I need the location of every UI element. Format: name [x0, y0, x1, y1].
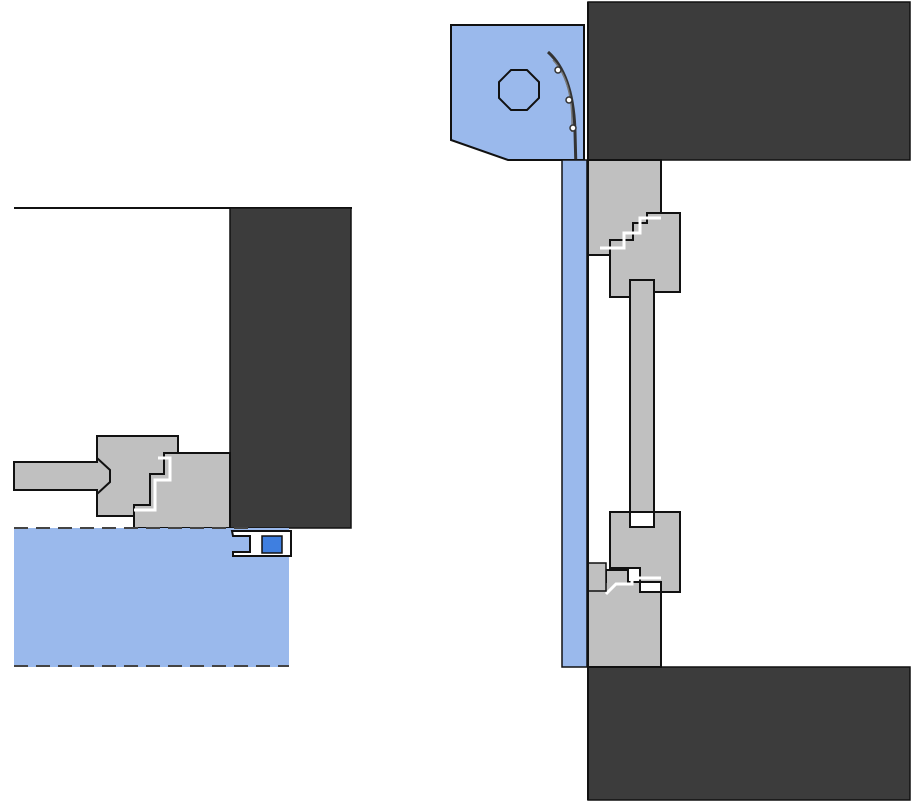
sill-sash: [609, 511, 681, 593]
lintel: [587, 1, 911, 161]
vertical-section-view: [450, 1, 911, 801]
wall-jamb: [229, 207, 352, 529]
blind-screen-plan: [14, 528, 289, 667]
head-rebate-white-line: [600, 216, 661, 250]
blind-curtain-curve-inner: [552, 59, 573, 133]
glass-pane-plan: [13, 455, 111, 497]
curtain-joint-3: [569, 124, 577, 132]
glass-pane-vertical: [629, 279, 655, 513]
sill-gasket: [587, 562, 607, 592]
roller-box: [450, 24, 585, 161]
roller-axle-octagon: [498, 69, 540, 111]
blind-guide-vertical: [561, 159, 588, 668]
sill-masonry: [587, 666, 911, 801]
window-sash-profile: [96, 435, 179, 517]
curtain-joint-2: [565, 96, 573, 104]
guide-rail-insert: [261, 535, 283, 554]
curtain-joint-1: [554, 66, 562, 74]
sill-rebate-white-line: [604, 576, 661, 596]
plan-section-view: [13, 207, 352, 667]
sash-rebate-white-line: [134, 456, 172, 512]
